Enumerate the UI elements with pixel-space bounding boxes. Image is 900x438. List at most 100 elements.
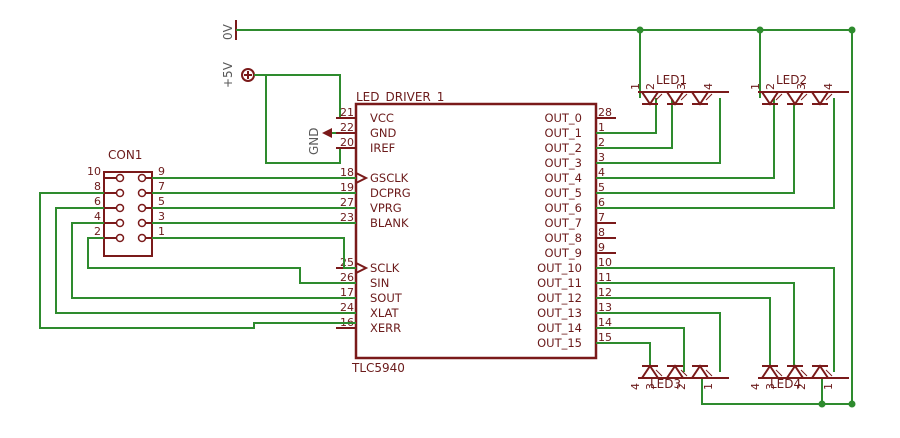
connector-pin [137,203,147,213]
connector-pins: 10 8 6 4 2 9 7 5 3 1 [87,165,165,243]
chip-pin-out-12: OUT_12 [537,291,582,305]
led-pin-number: 2 [764,83,777,90]
chip-pin-number: 1 [598,121,605,134]
led-pin-number: 3 [795,83,808,90]
connector-pin [137,188,147,198]
chip-pin-number: 13 [598,301,612,314]
connector-pin [137,233,147,243]
connector-wires [39,177,356,329]
chip-pin-number: 27 [340,196,354,209]
chip-pin-number: 26 [340,271,354,284]
chip-pin-out-7: OUT_7 [544,216,582,230]
chip-pin-number: 24 [340,301,354,314]
led-pin-number: 2 [644,83,657,90]
led-pin-number: 3 [675,83,688,90]
chip-pin-out-15: OUT_15 [537,336,582,350]
chip-pin-number: 18 [340,166,354,179]
connector-pin-number: 8 [94,180,101,193]
ground-label: 0V [221,23,235,40]
led-pin-number: 1 [822,383,835,390]
led-pin-number: 3 [764,383,777,390]
chip-pin-out-1: OUT_1 [544,126,582,140]
led-pin-number: 4 [749,383,762,390]
connector-pin-number: 3 [158,210,165,223]
connector-pin-number: 10 [87,165,101,178]
chip-pin-number: 22 [340,121,354,134]
connector-pin-number: 4 [94,210,101,223]
led-pin-number: 4 [702,83,715,90]
connector-pin-number: 9 [158,165,165,178]
chip-pin-number: 23 [340,211,354,224]
chip-pin-iref: IREF [370,141,395,155]
chip-pin-vprg: VPRG [370,201,402,215]
connector-pin-number: 7 [158,180,165,193]
led-pin-number: 3 [644,383,657,390]
chip-pin-number: 12 [598,286,612,299]
chip-pin-number: 28 [598,106,612,119]
chip-pin-number: 10 [598,256,612,269]
chip-pin-dcprg: DCPRG [370,186,411,200]
chip-pin-out-0: OUT_0 [544,111,582,125]
chip-pin-out-2: OUT_2 [544,141,582,155]
chip-pin-number: 2 [598,136,605,149]
connector-pin [137,173,147,183]
chip-pin-number: 17 [340,286,354,299]
chip-pin-number: 15 [598,331,612,344]
led-pin-number: 2 [795,383,808,390]
chip-pin-number: 7 [598,211,605,224]
chip-pin-number: 20 [340,136,354,149]
chip-pin-out-11: OUT_11 [537,276,582,290]
connector-pin-number: 5 [158,195,165,208]
chip-pin-number: 4 [598,166,605,179]
led-pin-number: 4 [629,383,642,390]
chip-gnd-label: GND [307,127,321,155]
led-label: LED3 [650,377,681,391]
connector-pin [137,218,147,228]
chip-pin-out-4: OUT_4 [544,171,582,185]
chip-pin-out-3: OUT_3 [544,156,582,170]
led-pin-number: 1 [749,83,762,90]
vcc-label: +5V [221,61,235,88]
chip-pin-xerr: XERR [370,321,401,335]
connector-pin-number: 1 [158,225,165,238]
led-pin-number: 4 [822,83,835,90]
connector-pin-number: 6 [94,195,101,208]
chip-pin-number: 6 [598,196,605,209]
chip-pin-number: 21 [340,106,354,119]
chip-body [354,102,598,360]
chip-pin-gnd: GND [370,126,397,140]
connector-body [103,171,153,257]
led-label: LED1 [656,73,687,87]
chip-value: TLC5940 [351,361,405,375]
chip-pin-out-6: OUT_6 [544,201,582,215]
connector-pin-number: 2 [94,225,101,238]
chip-pin-sout: SOUT [370,291,403,305]
connector-pin [115,188,125,198]
led-pin-number: 2 [675,383,688,390]
chip-pin-number: 3 [598,151,605,164]
chip-pin-out-14: OUT_14 [537,321,582,335]
chip-pin-out-10: OUT_10 [537,261,582,275]
chip-pin-blank: BLANK [370,216,409,230]
chip-pin-sin: SIN [370,276,389,290]
chip-pin-out-8: OUT_8 [544,231,582,245]
chip-pin-number: 9 [598,241,605,254]
led-label: LED4 [770,377,801,391]
chip-pin-out-5: OUT_5 [544,186,582,200]
chip-pin-xlat: XLAT [370,306,400,320]
chip-pin-number: 8 [598,226,605,239]
chip-pin-vcc: VCC [370,111,394,125]
connector-pin [115,233,125,243]
chip-pin-gsclk: GSCLK [370,171,409,185]
chip-name: LED_DRIVER_1 [356,90,444,104]
chip-pin-out-9: OUT_9 [544,246,582,260]
chip-pin-number: 5 [598,181,605,194]
led-wires [596,98,835,372]
